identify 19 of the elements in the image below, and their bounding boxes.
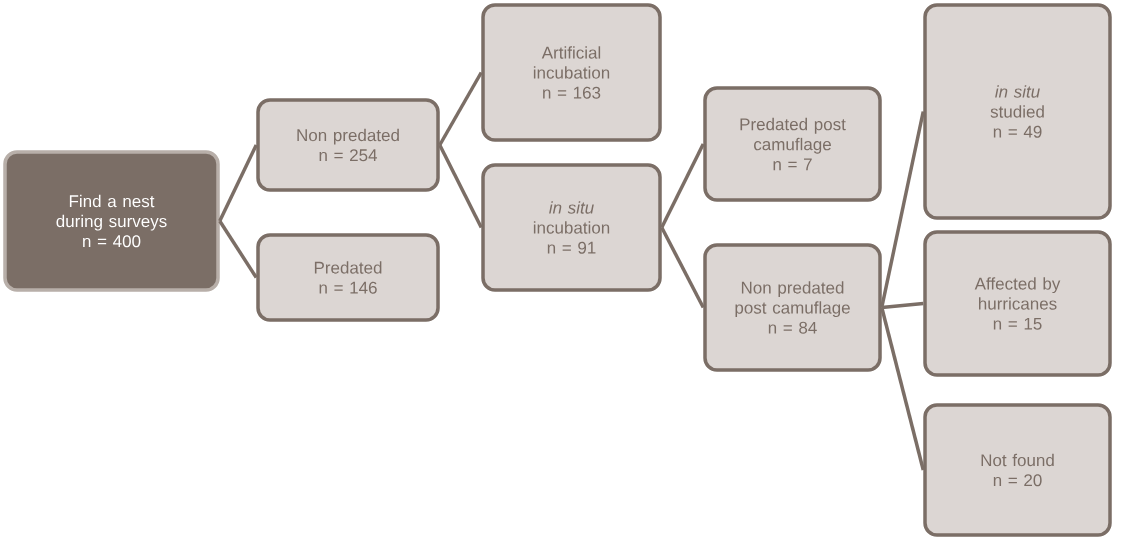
connector-line — [218, 144, 258, 222]
start-box: Find a nest during surveys n = 400 — [3, 150, 220, 292]
connector-line — [438, 144, 483, 229]
process-box: Not found n = 20 — [923, 403, 1112, 537]
connector-line — [881, 301, 924, 310]
connector-line — [880, 111, 925, 308]
connector-line — [880, 307, 925, 471]
process-box: in situ incubation n = 91 — [481, 163, 662, 292]
connector-line — [660, 226, 705, 309]
process-box: Predated post camuflage n = 7 — [703, 86, 882, 202]
connector-line — [218, 220, 258, 279]
process-box: in situ studied n = 49 — [923, 3, 1112, 220]
connector-line — [438, 71, 483, 146]
process-box: Predated n = 146 — [256, 233, 440, 322]
connector-line — [660, 143, 705, 229]
process-box: Artificial incubation n = 163 — [481, 3, 662, 142]
process-box: Non predated post camuflage n = 84 — [703, 243, 882, 372]
process-box: Non predated n = 254 — [256, 98, 440, 192]
process-box: Affected by hurricanes n = 15 — [923, 230, 1112, 377]
